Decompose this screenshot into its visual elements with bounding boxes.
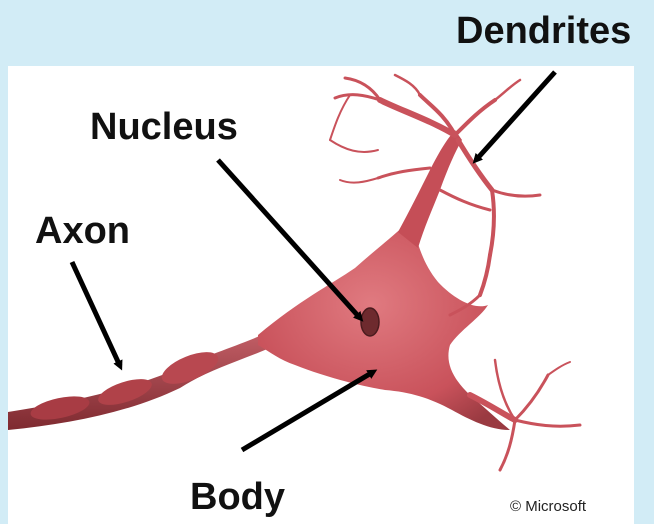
nucleus-arrow	[218, 160, 360, 318]
nucleus-label: Nucleus	[90, 108, 238, 146]
axon-arrow	[72, 262, 120, 366]
axon-label: Axon	[35, 212, 130, 250]
nucleus-shape	[361, 308, 379, 336]
dendrites-label: Dendrites	[456, 12, 631, 50]
body-label: Body	[190, 478, 285, 516]
copyright-credit: © Microsoft	[510, 498, 586, 515]
body-arrow	[242, 372, 373, 450]
dendrites-arrow	[476, 72, 555, 160]
dendrite-trunk	[398, 130, 462, 248]
